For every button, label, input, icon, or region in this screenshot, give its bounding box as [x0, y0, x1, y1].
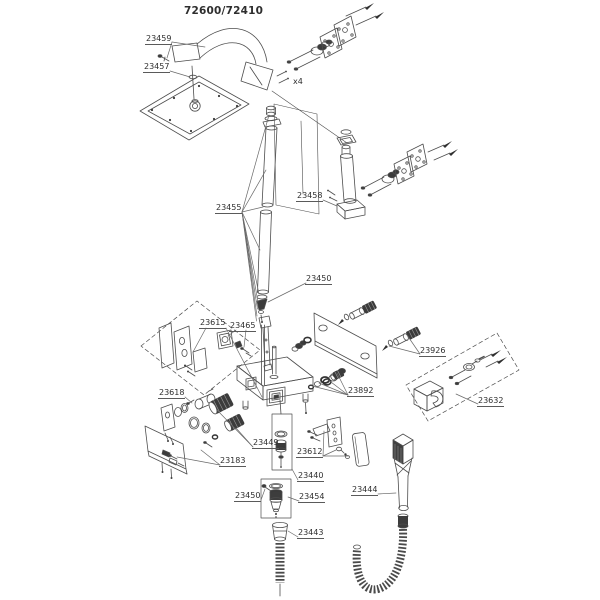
wall-anchors: [162, 450, 184, 466]
slide-rail-assembly: [257, 104, 319, 385]
support-bracket: [308, 417, 370, 467]
part-label-23615: 23615: [199, 318, 227, 329]
part-label-23892: 23892: [347, 386, 375, 397]
arm-mounting-hardware: [272, 3, 384, 143]
part-label-23465: 23465: [229, 321, 257, 332]
part-label-23458: 23458: [296, 191, 324, 202]
leader-lines: [167, 42, 478, 537]
part-label-23455: 23455: [215, 203, 243, 214]
part-label-23457: 23457: [143, 62, 171, 73]
hand-shower-hose: [357, 529, 403, 589]
check-valve-assembly: [261, 479, 291, 518]
column-mounting-hardware: [361, 141, 458, 196]
part-label-23450-lower: 23450: [234, 491, 262, 502]
part-label-23444: 23444: [351, 485, 379, 496]
part-label-23632: 23632: [477, 396, 505, 407]
oring-cap-set: [309, 368, 345, 388]
diverter-assembly: [272, 414, 292, 470]
bracket-kit: [141, 301, 260, 395]
part-label-23459: 23459: [145, 34, 173, 45]
wall-bracket-kit: [406, 333, 519, 421]
hand-shower: [354, 434, 414, 549]
handle-cartridge-chain: [161, 389, 245, 447]
part-label-23618: 23618: [158, 388, 186, 399]
supply-column-assembly: [327, 130, 365, 219]
part-label-23926: 23926: [419, 346, 447, 357]
volume-cartridges: [338, 300, 421, 351]
part-label-23449: 23449: [252, 438, 280, 449]
part-label-23440: 23440: [297, 471, 325, 482]
part-label-23454: 23454: [298, 492, 326, 503]
part-label-23183: 23183: [219, 456, 247, 467]
shower-arm: [158, 28, 273, 90]
rain-shower-head: [140, 66, 249, 140]
trim-plate: [314, 313, 377, 378]
drawing-title: 72600/72410: [184, 5, 264, 17]
part-label-23612: 23612: [296, 447, 324, 458]
fixing-parts: [217, 316, 272, 371]
hose-connector: [273, 522, 288, 541]
quantity-note: x4: [293, 77, 303, 86]
part-label-23443: 23443: [297, 528, 325, 539]
part-label-23450-upper: 23450: [305, 274, 333, 285]
escutcheon-plate: [145, 426, 187, 479]
